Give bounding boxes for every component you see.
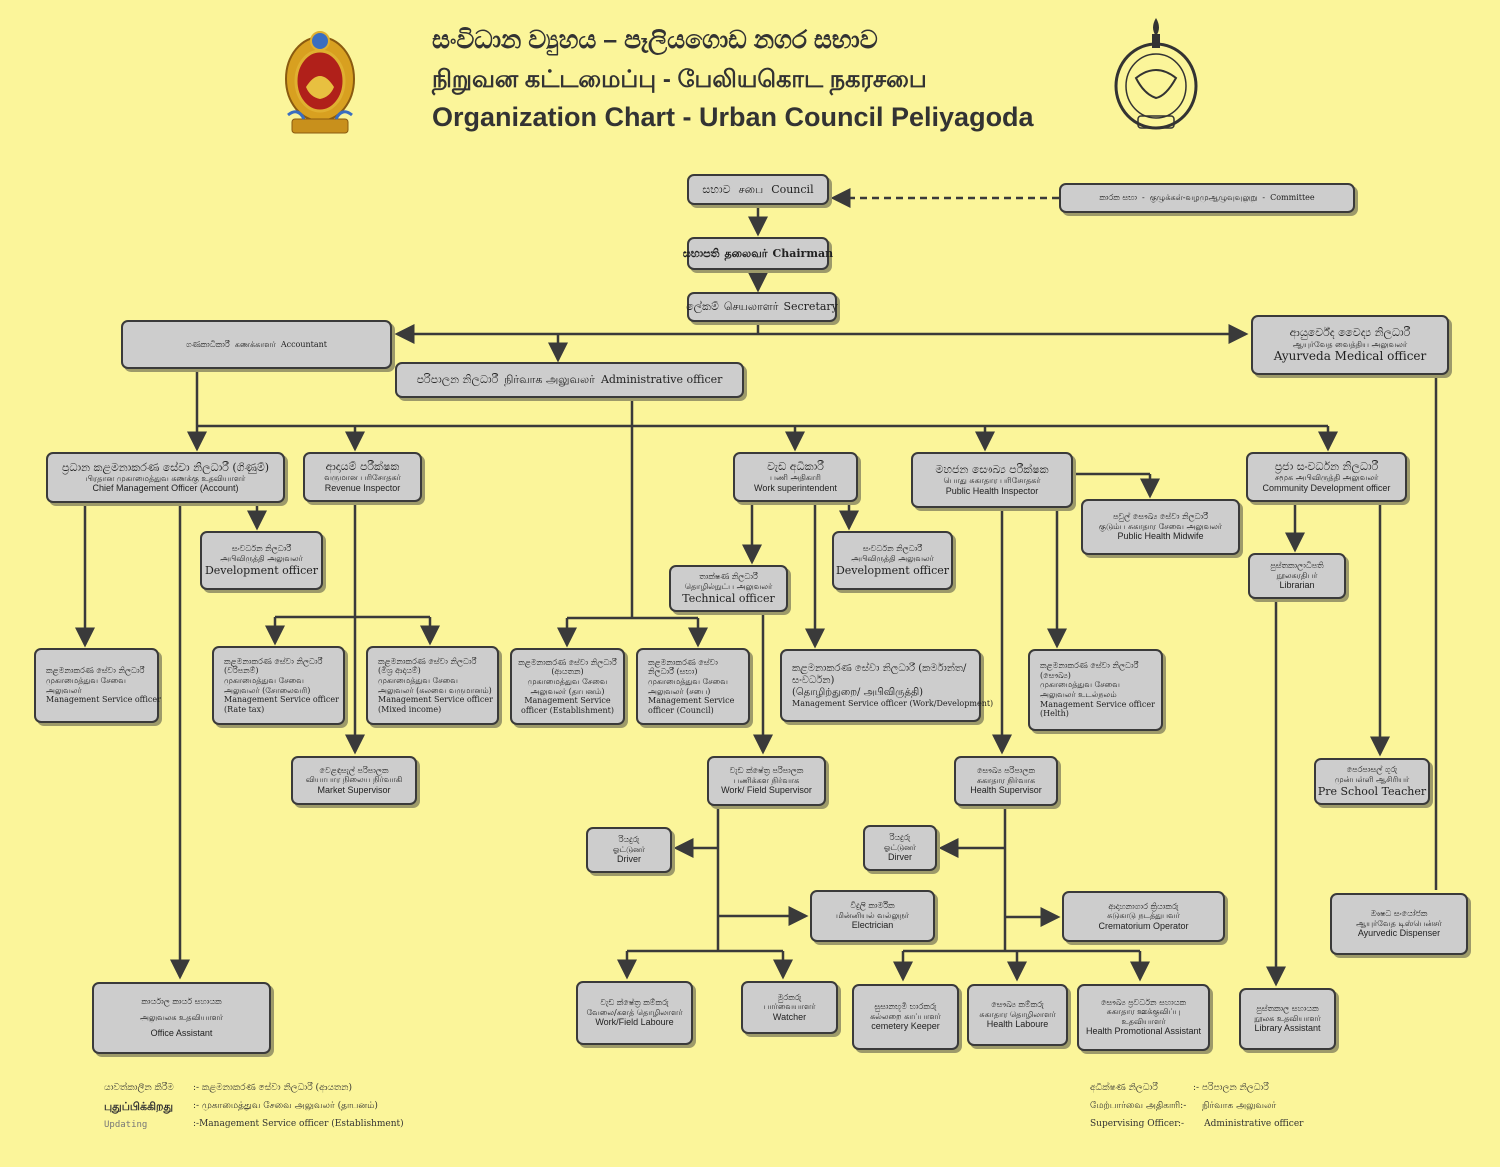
footer-updating-value-si: :- කළමනාකරණ සේවා නිලධාරී (ආයතන) xyxy=(193,1083,352,1093)
management-service-officer-establishment-box: කළමනාකරණ සේවා නිලධාරී (ආයතන) முகாமைத்துவ… xyxy=(510,648,625,725)
library-assistant-box: පුස්තකාල සහායක நூலக உதவியாளர் Library As… xyxy=(1239,988,1336,1050)
public-health-midwife-box: පවුල් සෞඛ්‍ය සේවා නිලධාරී குடும்ப சுகாதா… xyxy=(1081,499,1240,555)
librarian-box: පුස්තකාලාධිපති நூலகரதிபர் Librarian xyxy=(1248,553,1346,599)
footer-updating-value-ta: :- முகாமைத்துவ சேவை அலுவலர் (தாபனம்) xyxy=(193,1101,378,1111)
driver-box: රියදුරු ஓட்டுனர் Driver xyxy=(586,827,672,873)
title-sinhala: සංවිධාන ව්‍යුහය – පෑලියගොඩ නගර සභාව xyxy=(432,26,878,54)
public-health-inspector-box: මහජන සෞඛ්‍ය පරීක්ෂක பொது சுகாதார பரிசோதக… xyxy=(911,452,1073,508)
administrative-officer-box: පරිපාලන නිලධාරී நிர்வாக அலுவலர் Administ… xyxy=(395,362,744,398)
footer-updating-label-si: යාවත්කාලීන කිරීම xyxy=(104,1083,174,1093)
work-superintendent-box: වැඩ අධිකාරී பணி அதிகாரி Work superintend… xyxy=(733,452,858,502)
community-development-officer-box: ප්‍රජා සංවර්ධන නිලධාරී சமூக அபிவிருத்தி … xyxy=(1246,452,1407,502)
work-field-supervisor-box: වැඩ ක්ෂේත්‍ර පරිපාලක பணிக்கள நிர்வாக Wor… xyxy=(707,756,826,806)
driver-box: රියදුරු ஓட்டுனர் Dirver xyxy=(863,825,937,871)
watcher-box: මුරකරු பார்வையாளர் Watcher xyxy=(741,981,838,1034)
ayurveda-medical-officer-box: ආයුර්වේද වෛද්‍ය නිලධාරී ஆயுர்வேத வைத்திய… xyxy=(1251,315,1449,375)
office-assistant-box: කාර්යාල කාර්ය සහායක அலுவலக உதவியாளர் Off… xyxy=(92,982,271,1054)
management-service-officer-council-box: කළමනාකරණ සේවා නිලධාරී (සභා) முகாமைத்துவ … xyxy=(636,648,750,725)
chairman-box: සභාපති தலைவர் Chairman xyxy=(683,237,833,270)
management-service-officer-health-box: කළමනාකරණ සේවා නිලධාරී (සෞඛ්‍ය) முகாமைத்த… xyxy=(1028,649,1163,731)
footer-updating-label-en: Updating xyxy=(104,1120,148,1130)
crematorium-operator-box: ආදාහනාගාර ක්‍රියාකරු சுடுகாடு நடத்துபவர்… xyxy=(1062,891,1225,942)
management-service-officer-rate-tax-box: කළමනාකරණ සේවා නිලධාරී (වරිපනම්) முகாமைத்… xyxy=(212,646,345,725)
footer-supervising-label-ta: மேற்பார்வை அதிகாரி:- xyxy=(1090,1101,1187,1111)
committee-box: කාරක සභා - குழுக்கள்-வழமுஆழுவுவுலுறு - C… xyxy=(1059,183,1355,213)
accountant-box: ගණකාධිකාරී கணக்காளர் Accountant xyxy=(121,320,392,369)
technical-officer-box: තාක්ෂණ නිලධාරී தொழில்நுட்ப அலுவலர் Techn… xyxy=(669,565,788,612)
management-service-officer-mixed-income-box: කළමනාකරණ සේවා නිලධාරී (මිශ්‍ර ආදායම්) மு… xyxy=(366,646,499,725)
market-supervisor-box: වෙළඳසැල් පරිපාලක வியாபார நிலைய நிர்வாகி … xyxy=(291,756,417,805)
management-service-officer-box: කළමනාකරණ සේවා නිලධාරී முகாமைத்துவ சேவை அ… xyxy=(34,648,161,723)
title-english: Organization Chart - Urban Council Peliy… xyxy=(432,102,1034,132)
footer-updating-label-ta: புதுப்பிக்கிறது xyxy=(104,1100,174,1113)
ayurvedic-dispenser-box: ඖෂධ සංයෝජක ஆயுர்வேத டிஸ்பென்சர் Ayurvedi… xyxy=(1330,893,1468,955)
health-promotional-assistant-box: සෞඛ්‍ය ප්‍රවර්ධන සහායක சுகாதார ஊக்குவிப்… xyxy=(1077,984,1210,1051)
footer-supervising-value-si: :- පරිපාලන නිලධාරී xyxy=(1193,1083,1269,1093)
electrician-box: විදුලි කාර්මික மின்னியல் வல்லுநர் Electr… xyxy=(810,890,935,942)
health-labour-box: සෞඛ්‍ය කම්කරු சுகாதார தொழிலாளர் Health L… xyxy=(967,984,1068,1046)
cemetery-keeper-box: සුසානභූමි භාරකරු கல்லறை காப்பாளர் cemete… xyxy=(852,984,959,1050)
secretary-box: ලේකම් செயலாளர் Secretary xyxy=(686,292,838,322)
council-box: සභාව சபை Council xyxy=(687,174,829,205)
health-supervisor-box: සෞඛ්‍ය පරිපාලක சுகாதார நிர்வாக Health Su… xyxy=(954,756,1058,806)
footer-supervising-value-en: :- Administrative officer xyxy=(1178,1119,1304,1129)
development-officer-box: සංවර්ධන නිලධාරී அபிவிருத்தி அலுவலர் Deve… xyxy=(200,531,323,590)
work-field-labour-box: වැඩ ක්ෂේත්‍ර කම්කරු வேலை/களத் தொழிலாளர் … xyxy=(576,981,693,1045)
footer-supervising-label-si: අධීක්ෂණ නිලධාරී xyxy=(1090,1083,1158,1093)
development-officer-box: සංවර්ධන නිලධාරී அபிவிருத்தி அலுவலர் Deve… xyxy=(832,531,953,590)
footer-updating-value-en: :-Management Service officer (Establishm… xyxy=(193,1119,404,1129)
chief-management-officer-box: ප්‍රධාන කළමනාකරණ සේවා නිලධාරී (ගිණුම්) ப… xyxy=(46,452,285,503)
title-tamil: நிறுவன கட்டமைப்பு - பேலியகொட நகரசபை xyxy=(432,66,927,93)
revenue-inspector-box: ආදායම් පරීක්ෂක வருமான பரிசோதகர் Revenue … xyxy=(303,452,422,502)
pre-school-teacher-box: පෙරපාසල් ගුරු முன்பள்ளி ஆசிரியர் Pre Sch… xyxy=(1314,758,1430,805)
footer-supervising-label-en: Supervising Officer xyxy=(1090,1119,1179,1129)
management-service-officer-work-development-box: කළමනාකරණ සේවා නිලධාරී (කර්මාන්ත/සංවර්ධන)… xyxy=(780,649,993,722)
footer-supervising-value-ta: நிர்வாக அலுவலர் xyxy=(1202,1101,1277,1111)
national-emblem-icon xyxy=(282,27,358,137)
council-seal-icon xyxy=(1108,16,1204,132)
